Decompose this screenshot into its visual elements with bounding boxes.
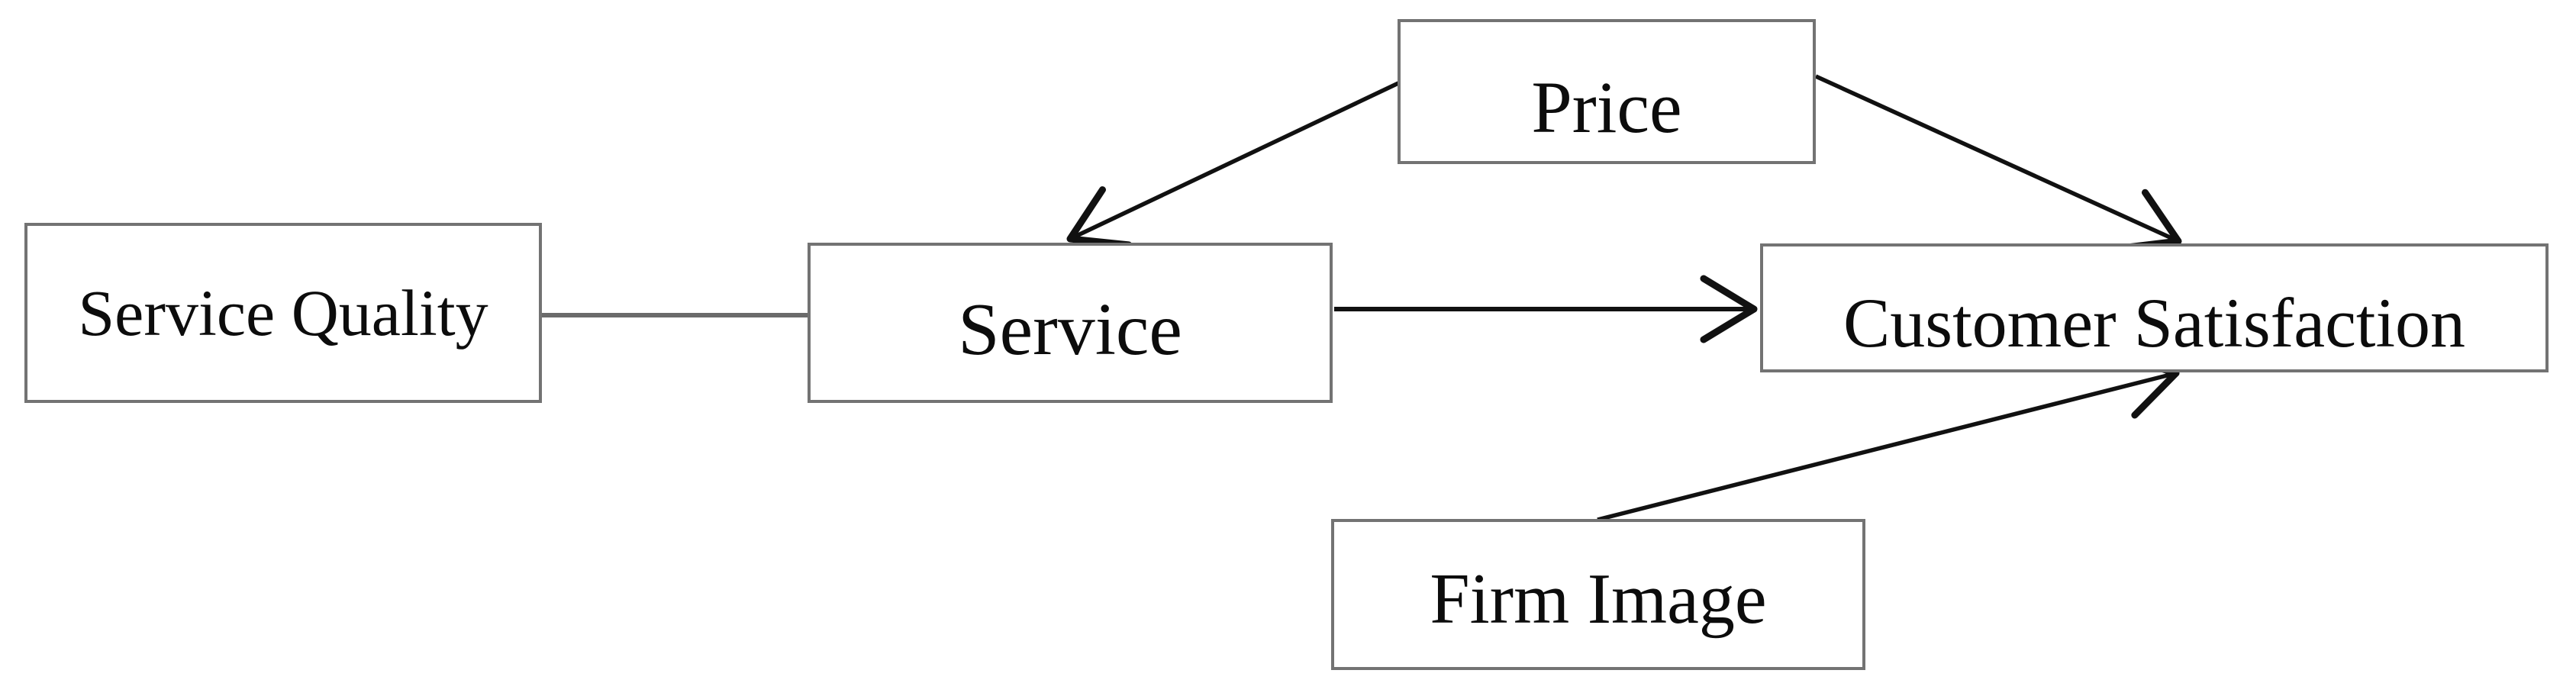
node-firm-image: Firm Image <box>1331 519 1865 670</box>
node-price: Price <box>1398 19 1816 164</box>
node-service-quality: Service Quality <box>24 223 542 403</box>
node-firm-image-label: Firm Image <box>1430 559 1767 639</box>
node-service-label: Service <box>958 288 1182 371</box>
node-price-label: Price <box>1531 66 1682 148</box>
node-service: Service <box>808 243 1333 403</box>
node-customer-satisfaction: Customer Satisfaction <box>1760 243 2549 372</box>
edge-price-to-service <box>1066 81 1400 249</box>
node-customer-satisfaction-label: Customer Satisfaction <box>1843 283 2466 362</box>
edge-firm-image-to-customer-satisfaction <box>1597 352 2180 522</box>
edge-price-to-customer-satisfaction <box>1814 74 2182 252</box>
node-service-quality-label: Service Quality <box>78 276 488 350</box>
